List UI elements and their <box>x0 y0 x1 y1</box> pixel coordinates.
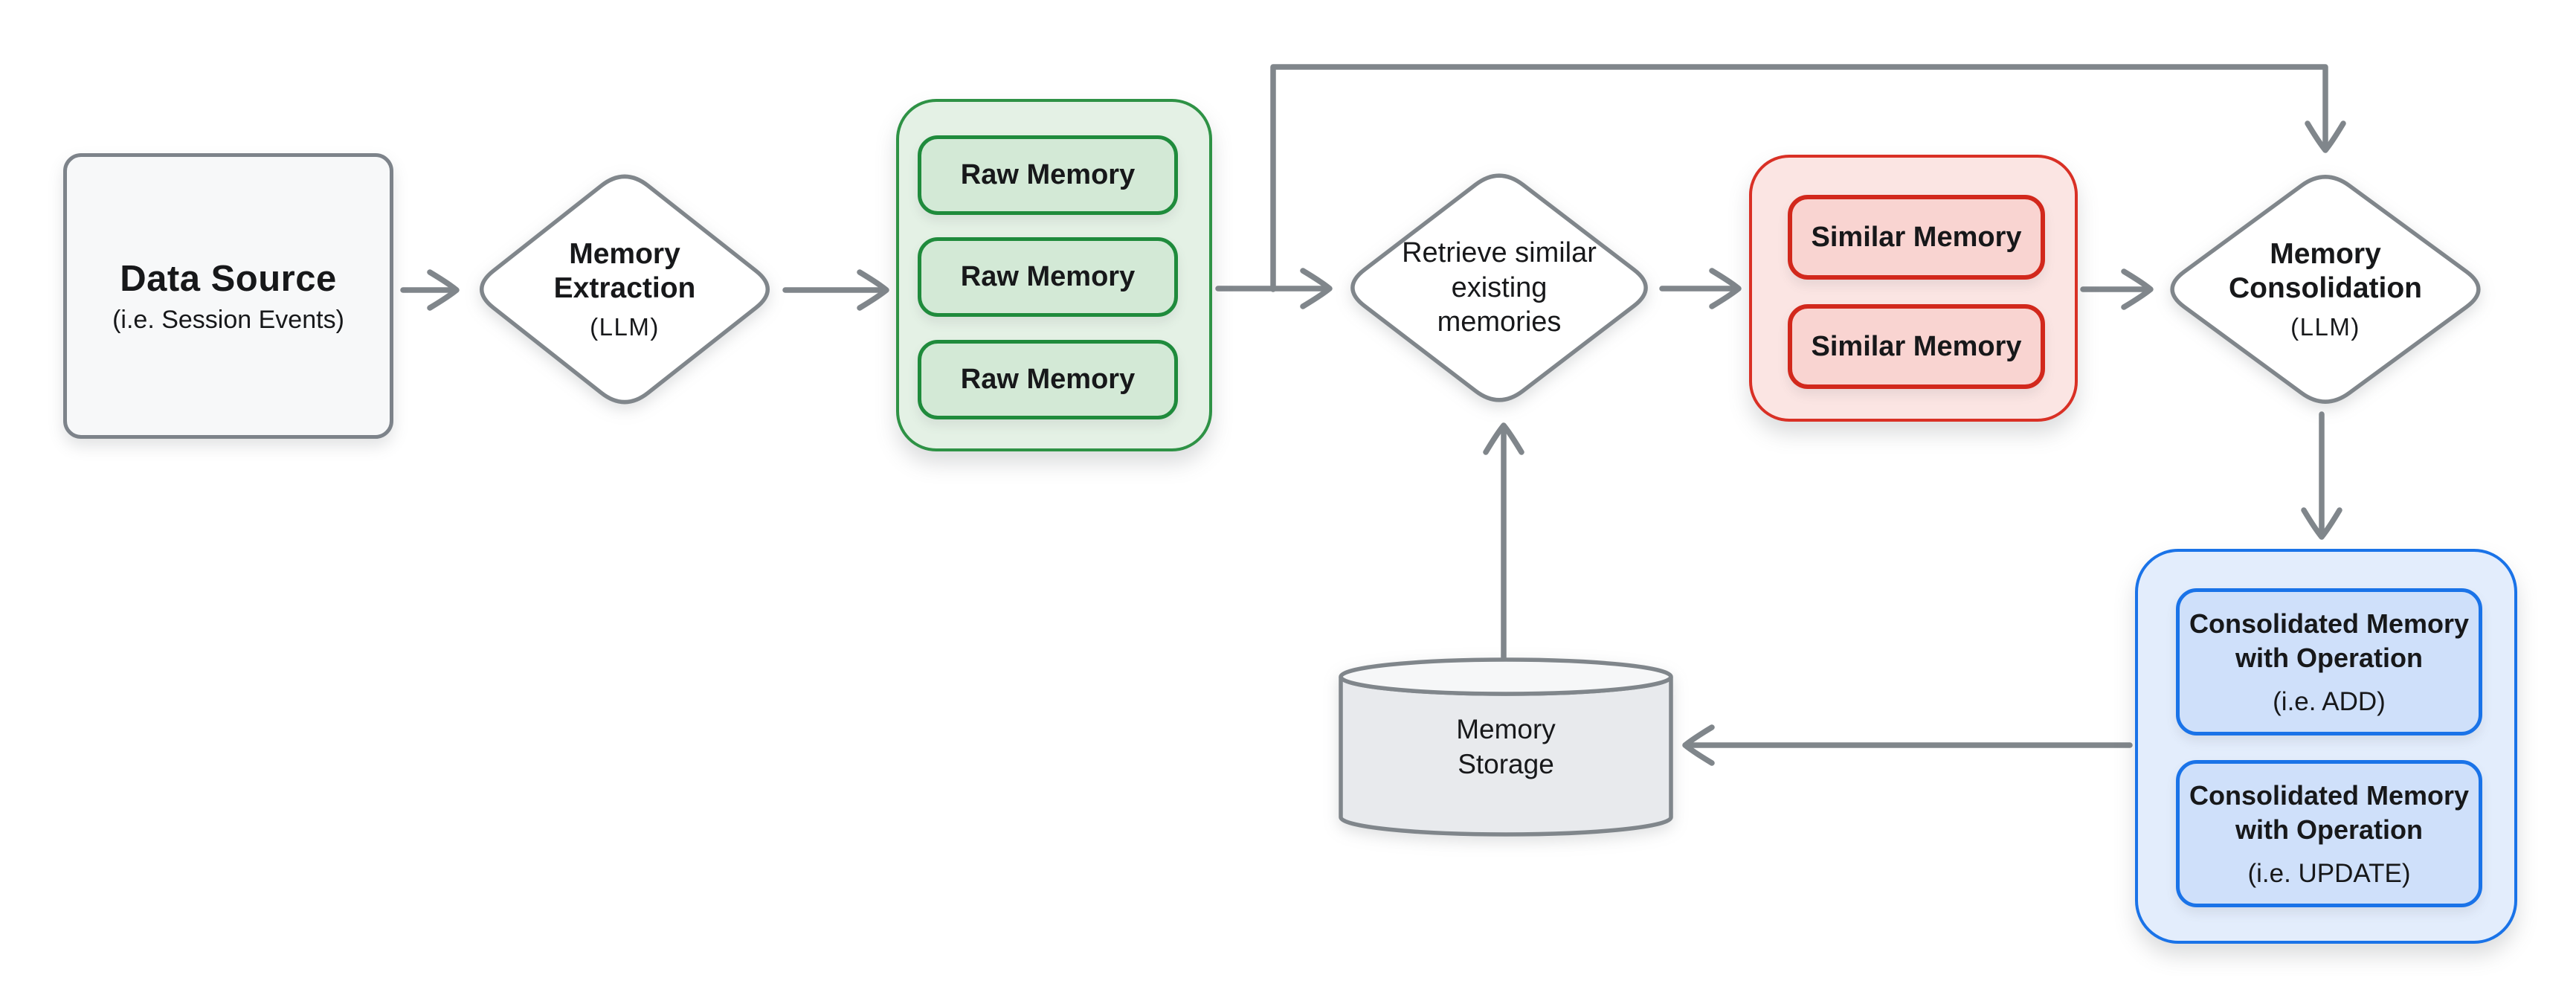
consolidated-memory-line-2: with Operation <box>2235 814 2423 845</box>
raw-memory-item: Raw Memory <box>918 340 1178 419</box>
arrow-raw-memories-feedback-to-consolidation <box>1270 64 2346 292</box>
arrow-consolidation-to-consolidated <box>2301 411 2342 540</box>
arrow-consolidated-to-storage-head <box>1682 724 1715 766</box>
consolidated-memory-line-2: with Operation <box>2235 643 2423 673</box>
arrow-raw-memories-feedback-to-consolidation-head <box>2305 120 2346 153</box>
arrow-data-source-to-extraction-head <box>427 269 460 311</box>
retrieve-similar-line-2: existing <box>1451 271 1548 303</box>
memory-storage-label: Memory Storage <box>1394 688 1617 807</box>
arrow-consolidation-to-consolidated-head <box>2301 507 2342 540</box>
arrow-storage-to-retrieve-head <box>1483 422 1524 455</box>
diamond-memory-extraction <box>480 174 770 405</box>
diamond-memory-consolidation <box>2170 175 2481 404</box>
diamond-label-memory-extraction: Memory Extraction (LLM) <box>476 210 773 368</box>
group-raw-memories: Raw Memory Raw Memory Raw Memory <box>896 99 1212 451</box>
memory-storage-line-2: Storage <box>1458 749 1554 779</box>
memory-consolidation-line-1: Memory <box>2270 238 2381 271</box>
consolidated-memory-line-1: Consolidated Memory <box>2189 608 2470 639</box>
data-source-subtitle: (i.e. Session Events) <box>112 305 344 334</box>
similar-memory-label: Similar Memory <box>1811 330 2022 362</box>
consolidated-memory-item: Consolidated Memory with Operation (i.e.… <box>2176 588 2482 736</box>
similar-memory-item: Similar Memory <box>1788 195 2045 280</box>
similar-memory-item: Similar Memory <box>1788 304 2045 389</box>
diamond-label-memory-consolidation: Memory Consolidation (LLM) <box>2169 210 2482 368</box>
retrieve-similar-line-3: memories <box>1437 306 1562 338</box>
arrow-data-source-to-extraction <box>400 269 460 311</box>
raw-memory-label: Raw Memory <box>960 261 1136 292</box>
arrow-retrieve-to-similar-memories <box>1659 268 1742 309</box>
arrow-extraction-to-raw-memories <box>782 269 889 311</box>
group-similar-memories: Similar Memory Similar Memory <box>1749 155 2078 422</box>
raw-memory-item: Raw Memory <box>918 237 1178 317</box>
memory-extraction-line-2: Extraction <box>553 272 696 304</box>
group-consolidated-memories: Consolidated Memory with Operation (i.e.… <box>2135 549 2517 944</box>
memory-extraction-line-1: Memory <box>569 238 680 271</box>
memory-extraction-subtitle: (LLM) <box>590 312 660 341</box>
diamond-label-retrieve-similar: Retrieve similar existing memories <box>1350 193 1648 382</box>
memory-storage-line-1: Memory <box>1456 714 1556 745</box>
retrieve-similar-line-1: Retrieve similar <box>1402 237 1597 269</box>
consolidated-memory-operation: (i.e. ADD) <box>2273 687 2386 717</box>
similar-memory-label: Similar Memory <box>1811 221 2022 253</box>
memory-storage-cylinder-top <box>1339 657 1673 696</box>
arrow-retrieve-to-similar-memories-head <box>1709 268 1742 309</box>
arrow-extraction-to-raw-memories-head <box>857 269 889 311</box>
raw-memory-label: Raw Memory <box>960 364 1136 395</box>
arrow-similar-memories-to-consolidation-head <box>2121 268 2154 310</box>
diamond-retrieve-similar <box>1350 173 1648 402</box>
arrow-storage-to-retrieve <box>1483 422 1524 660</box>
memory-consolidation-subtitle: (LLM) <box>2290 312 2360 341</box>
arrow-raw-memories-to-retrieve-head <box>1300 268 1333 309</box>
memory-consolidation-line-2: Consolidation <box>2229 272 2422 304</box>
node-data-source: Data Source (i.e. Session Events) <box>63 153 393 439</box>
consolidated-memory-operation: (i.e. UPDATE) <box>2247 859 2411 889</box>
consolidated-memory-item: Consolidated Memory with Operation (i.e.… <box>2176 760 2482 907</box>
arrow-similar-memories-to-consolidation <box>2080 268 2154 310</box>
raw-memory-label: Raw Memory <box>960 159 1136 190</box>
data-source-title: Data Source <box>120 258 337 299</box>
arrow-consolidated-to-storage <box>1682 724 2133 766</box>
raw-memory-item: Raw Memory <box>918 135 1178 215</box>
consolidated-memory-line-1: Consolidated Memory <box>2189 779 2470 811</box>
